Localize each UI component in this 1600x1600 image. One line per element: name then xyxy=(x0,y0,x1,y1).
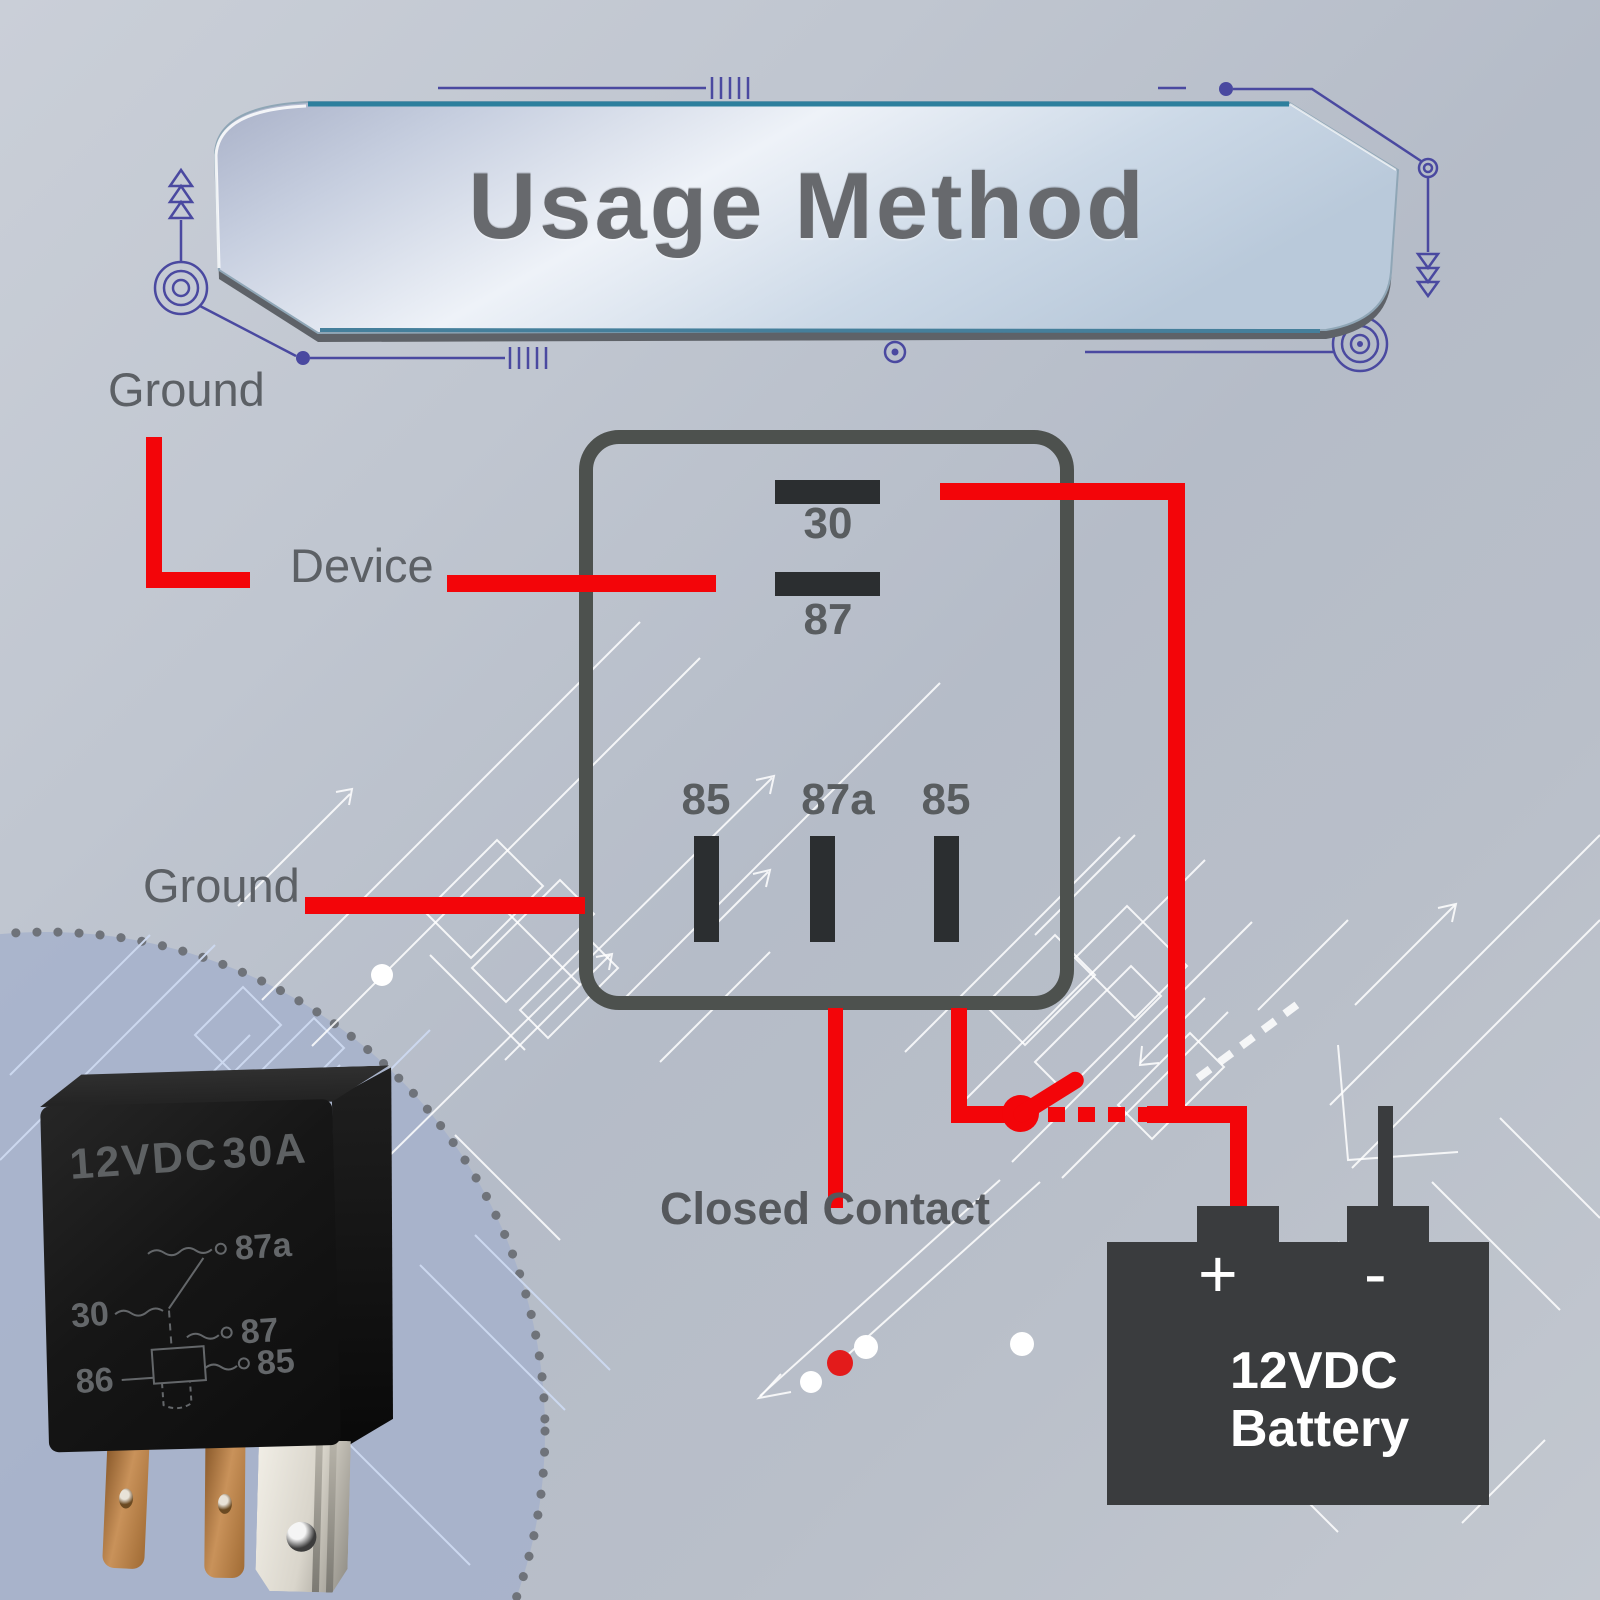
relay-outline-box xyxy=(579,430,1074,1010)
relay-pin-ridge xyxy=(312,1440,323,1592)
relay-photo-pin-blade-copper-2 xyxy=(204,1445,246,1579)
relay-photo-pin-30: 30 xyxy=(70,1295,110,1336)
terminal-bar-30 xyxy=(775,480,880,504)
wire-85-right-down xyxy=(951,1008,967,1120)
relay-pin-hole xyxy=(118,1488,134,1509)
relay-photo-pin-85: 85 xyxy=(256,1342,296,1383)
terminal-label-85-right: 85 xyxy=(921,775,971,824)
terminal-label-85-left: 85 xyxy=(681,775,731,824)
device-label: Device xyxy=(290,539,434,592)
battery-positive-terminal xyxy=(1197,1206,1279,1246)
battery-plus-sign: + xyxy=(1198,1236,1238,1312)
page-title: Usage Method xyxy=(468,153,1147,258)
relay-pin-hole xyxy=(217,1493,232,1514)
battery-body xyxy=(1107,1242,1489,1505)
wire-to-battery-positive xyxy=(1230,1106,1247,1210)
relay-product-photo: 12VDC 30A 87a 30 87 86 xyxy=(11,1051,425,1600)
wire-ground-top-vertical xyxy=(146,437,162,588)
closed-contact-label: Closed Contact xyxy=(660,1183,991,1234)
relay-photo-pin-blade-copper-1 xyxy=(102,1445,150,1570)
relay-photo-schematic: 87a 30 87 86 85 xyxy=(70,1226,296,1410)
relay-photo-pin-86: 86 xyxy=(74,1361,114,1402)
terminal-bar-85-left xyxy=(694,836,719,942)
wire-ground-mid xyxy=(305,897,585,914)
wire-junction-bar xyxy=(1147,1106,1247,1123)
battery-minus-sign: - xyxy=(1364,1236,1387,1312)
terminal-label-87: 87 xyxy=(803,595,853,644)
switch-closed-dashed-line xyxy=(1048,1107,1148,1122)
terminal-bar-87a xyxy=(810,836,835,942)
terminal-label-30: 30 xyxy=(803,499,853,548)
terminal-label-87a: 87a xyxy=(801,775,875,824)
battery-negative-post xyxy=(1378,1106,1393,1210)
wire-87a-down xyxy=(828,1008,843,1208)
relay-photo-pin-87: 87 xyxy=(239,1311,279,1352)
relay-photo-voltage: 12VDC xyxy=(68,1130,220,1189)
relay-photo-pin-blade-silver xyxy=(255,1439,351,1593)
relay-photo-pin-87a: 87a xyxy=(234,1226,294,1268)
wire-switch-stub xyxy=(951,1106,1013,1123)
wire-device-to-87 xyxy=(447,575,716,592)
wire-30-horizontal xyxy=(940,483,1185,500)
wire-ground-top-horizontal xyxy=(146,572,250,588)
battery-name-line2: Battery xyxy=(1230,1400,1410,1459)
terminal-bar-87 xyxy=(775,572,880,596)
terminal-bar-85-right xyxy=(934,836,959,942)
ground-top-label: Ground xyxy=(108,363,265,416)
relay-photo-current: 30A xyxy=(220,1124,309,1179)
ground-mid-label: Ground xyxy=(143,859,300,912)
battery-name: 12VDC Battery xyxy=(1230,1342,1409,1458)
battery-negative-terminal xyxy=(1347,1206,1429,1246)
wire-30-vertical xyxy=(1168,483,1185,1123)
battery-name-line1: 12VDC xyxy=(1230,1342,1398,1400)
banner-ornaments-decor xyxy=(153,77,1441,373)
banner-plate xyxy=(213,101,1400,342)
relay-pin-ridge xyxy=(326,1441,337,1593)
